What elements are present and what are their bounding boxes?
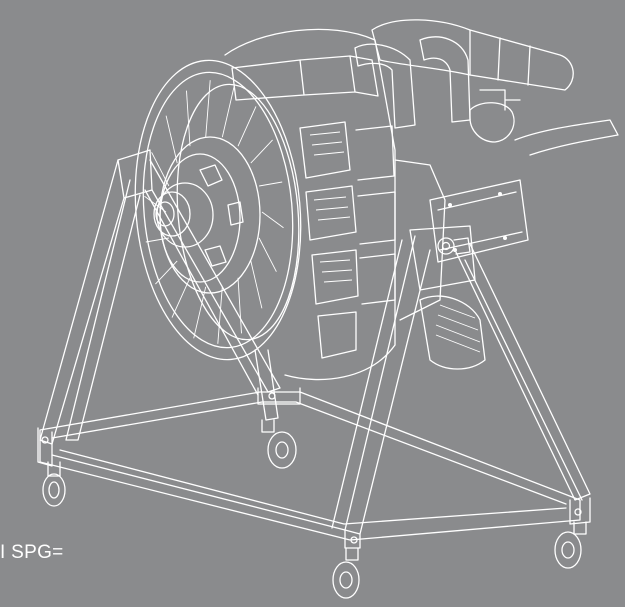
fan-blade [222,86,234,138]
caption-text: I SPG= [0,542,64,563]
fan-blade [187,91,191,147]
fan-blade [251,261,262,308]
fan-blade [194,287,206,339]
fan-blade [206,80,211,137]
fan-blade [251,140,273,163]
fan-blade [218,287,223,344]
fan-blade [262,212,284,228]
fan-blade [238,106,256,146]
fan-blade [146,238,169,242]
fan-blade [172,278,190,318]
caster-rear-right [555,522,586,568]
fan-blade [155,261,177,284]
intake-exhaust-pipes [355,20,618,155]
mount-bracket [410,180,528,290]
fan-blade [238,278,242,334]
caster-rear-left [262,420,296,468]
caster-wheels [43,420,586,598]
fan-blade [152,152,169,186]
cooling-fan [123,53,313,366]
caster-front-left [43,462,65,506]
fan-blade [259,182,282,186]
fan-blade [166,116,177,163]
stand-frame [38,150,590,548]
caster-front-right [333,548,359,598]
fan-blade [259,238,276,272]
cylinder-bank [225,29,485,379]
